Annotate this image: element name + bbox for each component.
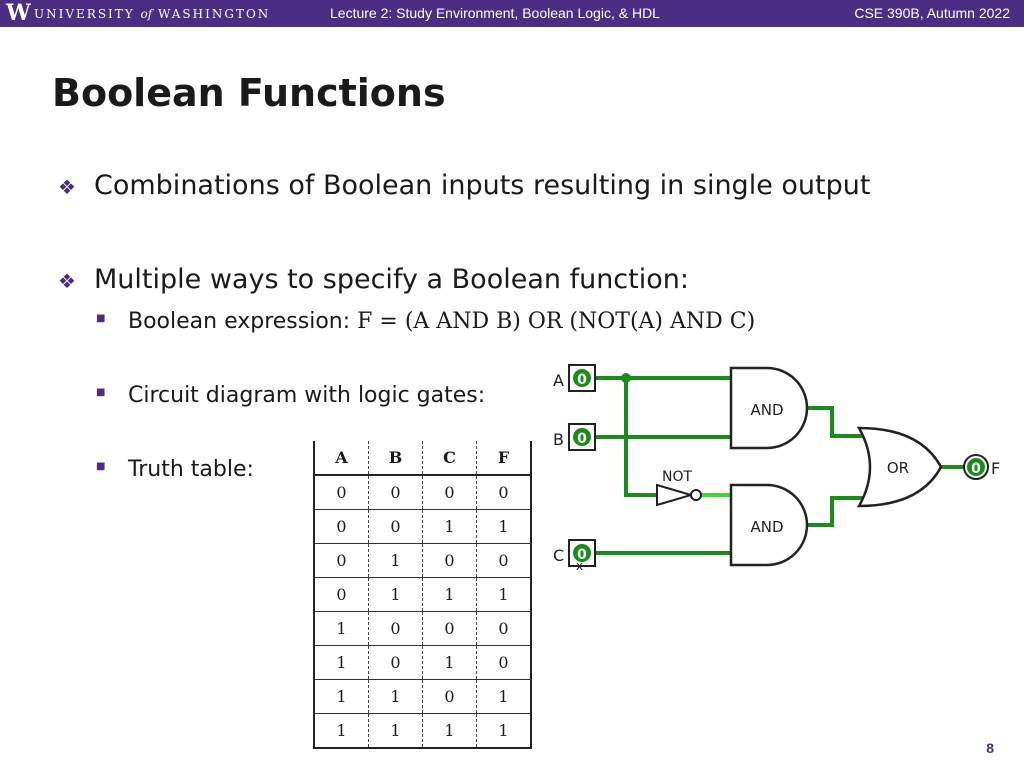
- sub-bullet-circuit: ■Circuit diagram with logic gates:: [96, 381, 485, 411]
- truth-table-header: A B C F: [314, 441, 531, 476]
- page-number: 8: [986, 740, 994, 756]
- table-cell: 1: [368, 679, 423, 714]
- wire-and2-out: [803, 496, 865, 527]
- table-cell: 1: [476, 713, 531, 749]
- not-gate-bubble: [690, 489, 702, 501]
- input-b-pin: [573, 428, 591, 446]
- table-cell: 1: [314, 645, 369, 680]
- lecture-title: Lecture 2: Study Environment, Boolean Lo…: [330, 5, 660, 21]
- table-cell: 0: [422, 543, 477, 578]
- header-bar: W UNIVERSITY of WASHINGTON Lecture 2: St…: [0, 0, 1024, 27]
- header-cell: C: [422, 441, 477, 476]
- input-c-pin: [573, 544, 591, 562]
- table-cell: 0: [476, 475, 531, 510]
- diamond-bullet-icon: ❖: [58, 175, 76, 199]
- or-gate-label: OR: [887, 459, 909, 477]
- and-gate-2: [729, 483, 809, 567]
- input-a-label: A: [553, 371, 564, 390]
- table-cell: 1: [476, 577, 531, 612]
- table-cell: 0: [422, 611, 477, 646]
- and-gate-1-label: AND: [750, 401, 783, 419]
- not-gate: [656, 483, 695, 507]
- university-name: UNIVERSITY of WASHINGTON: [34, 7, 271, 21]
- table-cell: 0: [314, 509, 369, 544]
- input-b-value: 0: [577, 431, 587, 447]
- table-cell: 0: [476, 645, 531, 680]
- table-cell: 1: [476, 509, 531, 544]
- circuit-diagram: A 0 B 0 C 0 x AND NOT AND OR 0 F: [553, 364, 1000, 573]
- diamond-bullet-icon: ❖: [58, 269, 76, 293]
- output-label: F: [991, 459, 1000, 478]
- table-cell: 1: [368, 577, 423, 612]
- slide-title: Boolean Functions: [52, 71, 446, 115]
- table-cell: 1: [368, 543, 423, 578]
- sub-bullet-truth-table: ■Truth table:: [96, 455, 254, 485]
- input-c-label: C: [553, 546, 564, 565]
- table-cell: 1: [368, 713, 423, 749]
- square-bullet-icon: ■: [96, 313, 106, 324]
- table-cell: 0: [368, 509, 423, 544]
- table-cell: 0: [422, 679, 477, 714]
- table-cell: 1: [476, 679, 531, 714]
- and-gate-1: [729, 366, 809, 450]
- table-cell: 0: [368, 475, 423, 510]
- table-cell: 1: [422, 577, 477, 612]
- square-bullet-icon: ■: [96, 461, 106, 472]
- header-cell: B: [368, 441, 423, 476]
- output-pin: [967, 458, 985, 476]
- input-c-marker: x: [576, 559, 583, 573]
- table-cell: 1: [422, 713, 477, 749]
- wire-a-branch: [624, 376, 659, 497]
- table-cell: 0: [368, 645, 423, 680]
- sub-bullet-expression: ■Boolean expression: F = (A AND B) OR (N…: [96, 307, 755, 337]
- square-bullet-icon: ■: [96, 387, 106, 398]
- table-cell: 0: [368, 611, 423, 646]
- table-cell: 0: [422, 475, 477, 510]
- table-cell: 1: [422, 509, 477, 544]
- header-cell: F: [476, 441, 531, 476]
- boolean-expression: F = (A AND B) OR (NOT(A) AND C): [357, 309, 756, 334]
- input-a-value: 0: [577, 372, 587, 388]
- wire-and1-out: [803, 406, 865, 438]
- junction-dot: [621, 373, 631, 383]
- or-gate: [856, 426, 943, 508]
- course-label: CSE 390B, Autumn 2022: [854, 5, 1010, 21]
- uw-logo: W: [6, 0, 31, 26]
- table-cell: 1: [314, 713, 369, 749]
- table-cell: 0: [314, 475, 369, 510]
- bullet-multiple-ways: ❖Multiple ways to specify a Boolean func…: [58, 262, 689, 299]
- output-value: 0: [971, 461, 981, 477]
- input-b-label: B: [553, 430, 564, 449]
- header-cell: A: [314, 441, 369, 476]
- not-gate-label: NOT: [662, 469, 692, 485]
- bullet-combinations: ❖Combinations of Boolean inputs resultin…: [58, 168, 870, 205]
- table-cell: 0: [476, 543, 531, 578]
- table-cell: 1: [422, 645, 477, 680]
- table-cell: 1: [314, 679, 369, 714]
- table-cell: 0: [476, 611, 531, 646]
- table-cell: 1: [314, 611, 369, 646]
- table-cell: 0: [314, 577, 369, 612]
- table-cell: 0: [314, 543, 369, 578]
- input-c-value: 0: [577, 547, 587, 563]
- and-gate-2-label: AND: [750, 518, 783, 536]
- input-a-pin: [573, 369, 591, 387]
